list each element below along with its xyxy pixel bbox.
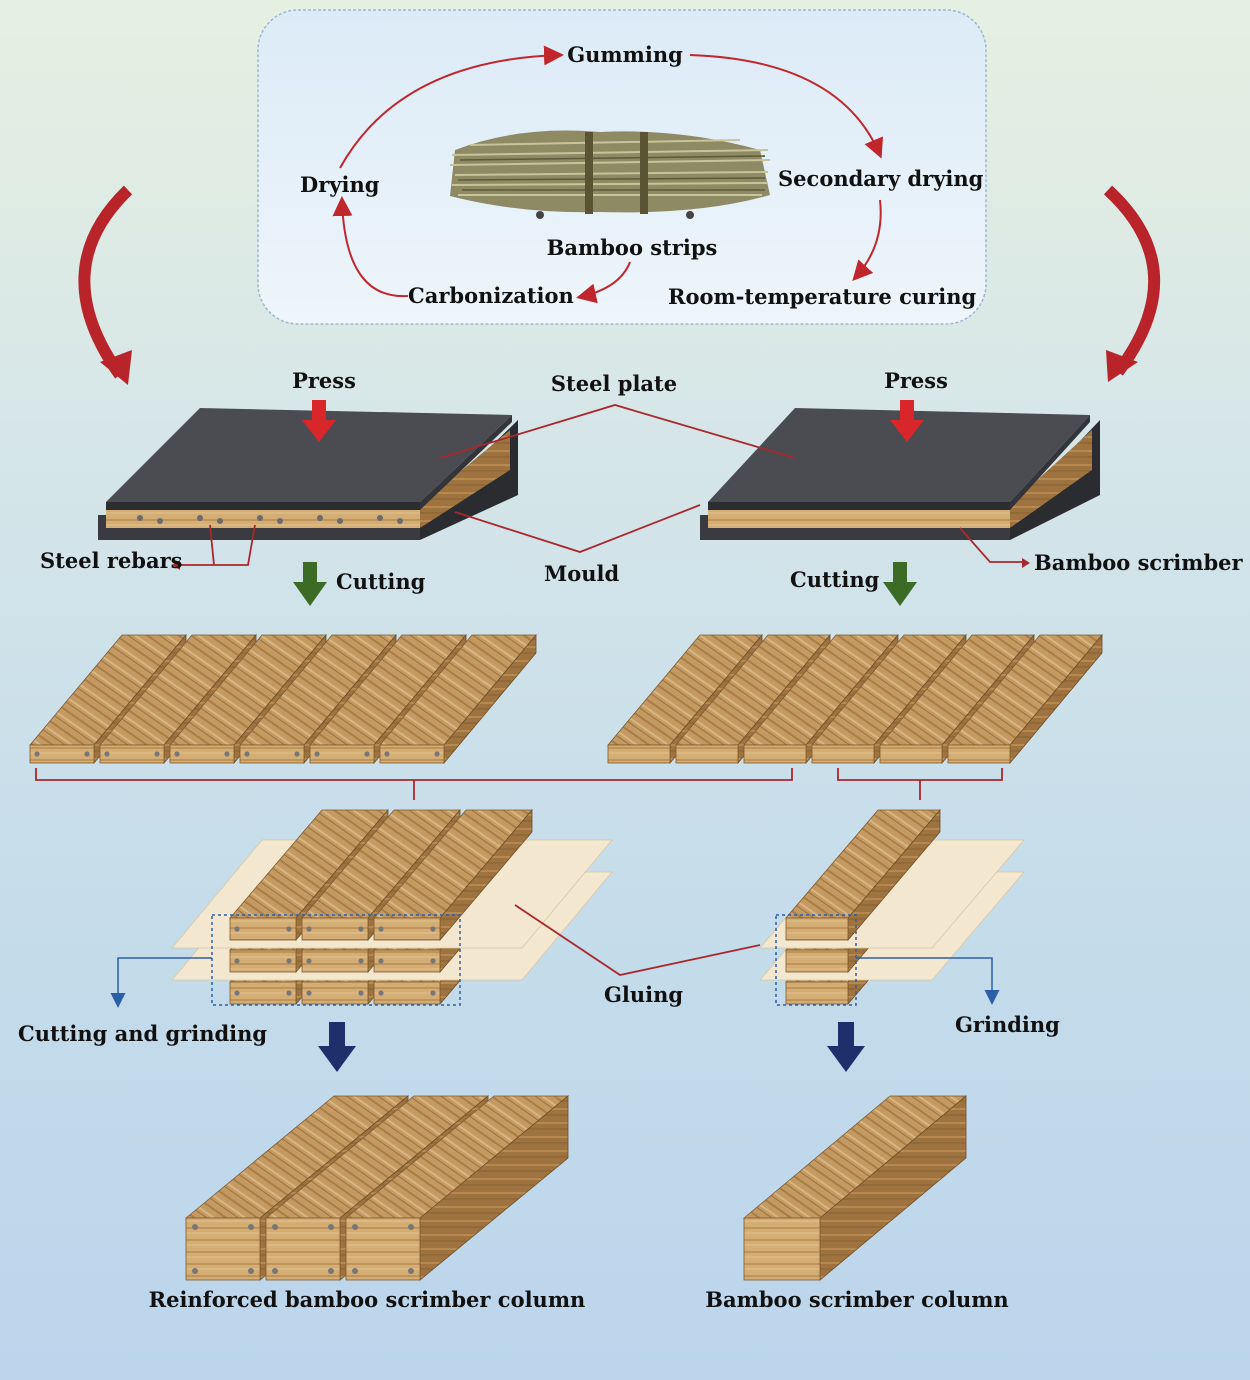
grind-arrow-right-icon [827,1022,865,1072]
grind-arrow-left-icon [318,1022,356,1072]
label-mould: Mould [544,561,620,586]
cut-strip [379,633,537,765]
label-drying: Drying [300,172,380,197]
left-press-assembly [98,408,518,540]
press-arrow-right-icon [890,400,924,442]
label-secondary-drying: Secondary drying [778,166,984,191]
press-arrow-left-icon [302,400,336,442]
bamboo-strips-icon [449,130,771,219]
left-gluing-assembly [171,808,613,1006]
right-gluing-assembly [759,808,1025,1006]
label-gumming: Gumming [567,42,683,67]
column-beam [344,1095,570,1281]
selection-brackets [35,768,1003,800]
cutting-arrow-right-icon [883,562,917,606]
label-bamboo-scrimber: Bamboo scrimber [1034,550,1243,575]
label-steel-rebars: Steel rebars [40,548,183,573]
reinforced-column-product [184,1095,570,1281]
grinding-leader-lines [110,957,1000,1008]
left-curved-arrow-icon [78,185,133,385]
cut-strip [947,633,1103,765]
left-cut-strips [29,633,537,765]
grind-outline [775,914,857,1006]
cycle-arrows [332,45,883,304]
label-bamboo-strips: Bamboo strips [546,235,718,260]
right-cut-strips [607,633,1103,765]
label-grinding: Grinding [955,1012,1060,1037]
cutting-arrow-left-icon [293,562,327,606]
label-steel-plate: Steel plate [550,371,678,396]
label-room-temperature-curing: Room-temperature curing [668,284,977,309]
right-curved-arrow-icon [1103,185,1161,382]
label-carbonization: Carbonization [408,283,574,308]
cut-outline [211,914,461,1006]
label-cutting-right: Cutting [790,567,880,592]
label-gluing: Gluing [604,982,684,1007]
column-beam [742,1095,968,1281]
right-press-assembly [700,408,1100,540]
plain-column-product [742,1095,968,1281]
label-bamboo-scrimber-column: Bamboo scrimber column [705,1287,1009,1312]
press-leader-lines [180,404,1022,566]
label-press-right: Press [884,368,948,393]
glued-strip [373,808,533,942]
label-reinforced-column: Reinforced bamboo scrimber column [148,1287,586,1312]
label-cutting-and-grinding: Cutting and grinding [18,1021,268,1046]
gluing-leader-lines [514,904,761,976]
glued-strip [785,808,941,942]
label-cutting-left: Cutting [336,569,426,594]
label-press-left: Press [292,368,356,393]
